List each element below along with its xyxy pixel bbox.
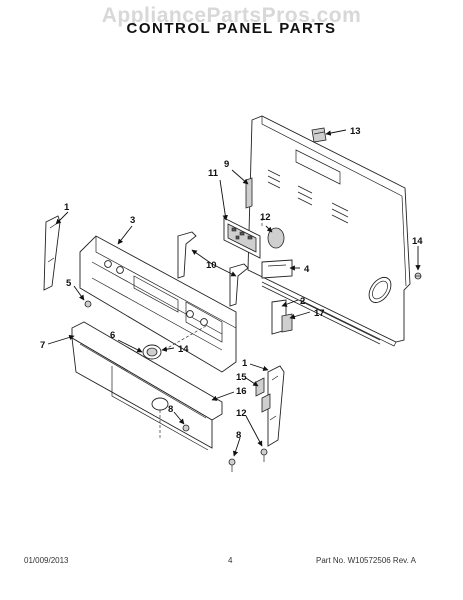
callout-8-middle: 8 <box>168 404 173 415</box>
callout-15: 15 <box>236 372 247 383</box>
rear-panel-vents <box>267 149 349 224</box>
callout-17: 17 <box>314 308 325 319</box>
screw-8-bottom <box>228 458 236 472</box>
rod-17 <box>261 281 381 341</box>
front-console <box>79 235 237 373</box>
knob-6 <box>142 344 162 360</box>
clip-13 <box>311 127 327 143</box>
screw-5 <box>84 300 92 308</box>
callout-numbers: 1 3 5 6 7 14 10 11 9 12 13 4 2 17 14 1 1… <box>40 126 423 441</box>
callout-4: 4 <box>304 264 310 275</box>
manifold-panel <box>71 321 223 451</box>
footer-page-number: 4 <box>228 556 233 565</box>
callout-12-bottom: 12 <box>236 408 247 419</box>
callout-1-right: 1 <box>242 358 248 369</box>
footer-date: 01/009/2013 <box>24 556 69 565</box>
callout-1-left: 1 <box>64 202 70 213</box>
callout-7: 7 <box>40 340 45 351</box>
footer-part-number: Part No. W10572506 Rev. A <box>316 556 416 565</box>
bracket-9 <box>245 177 253 209</box>
callout-14-left: 14 <box>178 344 189 355</box>
electronic-control-board <box>223 217 261 259</box>
callout-2: 2 <box>300 296 305 307</box>
callout-13: 13 <box>350 126 361 137</box>
screw-12-bottom <box>260 448 268 462</box>
callout-3: 3 <box>130 215 135 226</box>
end-cap-right <box>267 365 285 447</box>
callout-5: 5 <box>66 278 72 289</box>
bracket-2-17 <box>271 299 293 335</box>
switch-bracket-4 <box>261 259 293 279</box>
callout-11: 11 <box>208 168 219 179</box>
leader-lines <box>47 129 421 457</box>
control-knob-disc <box>267 227 285 249</box>
rear-panel-oval-cutout <box>368 276 392 304</box>
callout-16: 16 <box>236 386 247 397</box>
callout-12-top: 12 <box>260 212 271 223</box>
end-cap-left <box>43 215 61 291</box>
callout-9: 9 <box>224 159 229 170</box>
callout-8-bottom: 8 <box>236 430 241 441</box>
rear-panel <box>247 115 411 347</box>
page-title: CONTROL PANEL PARTS <box>126 20 337 37</box>
callout-6: 6 <box>110 330 115 341</box>
screw-14-right <box>414 272 422 280</box>
callout-10: 10 <box>206 260 217 271</box>
watermark: AppliancePartsPros.com <box>101 4 362 27</box>
screw-8-middle <box>182 424 190 432</box>
callout-14-right: 14 <box>412 236 423 247</box>
